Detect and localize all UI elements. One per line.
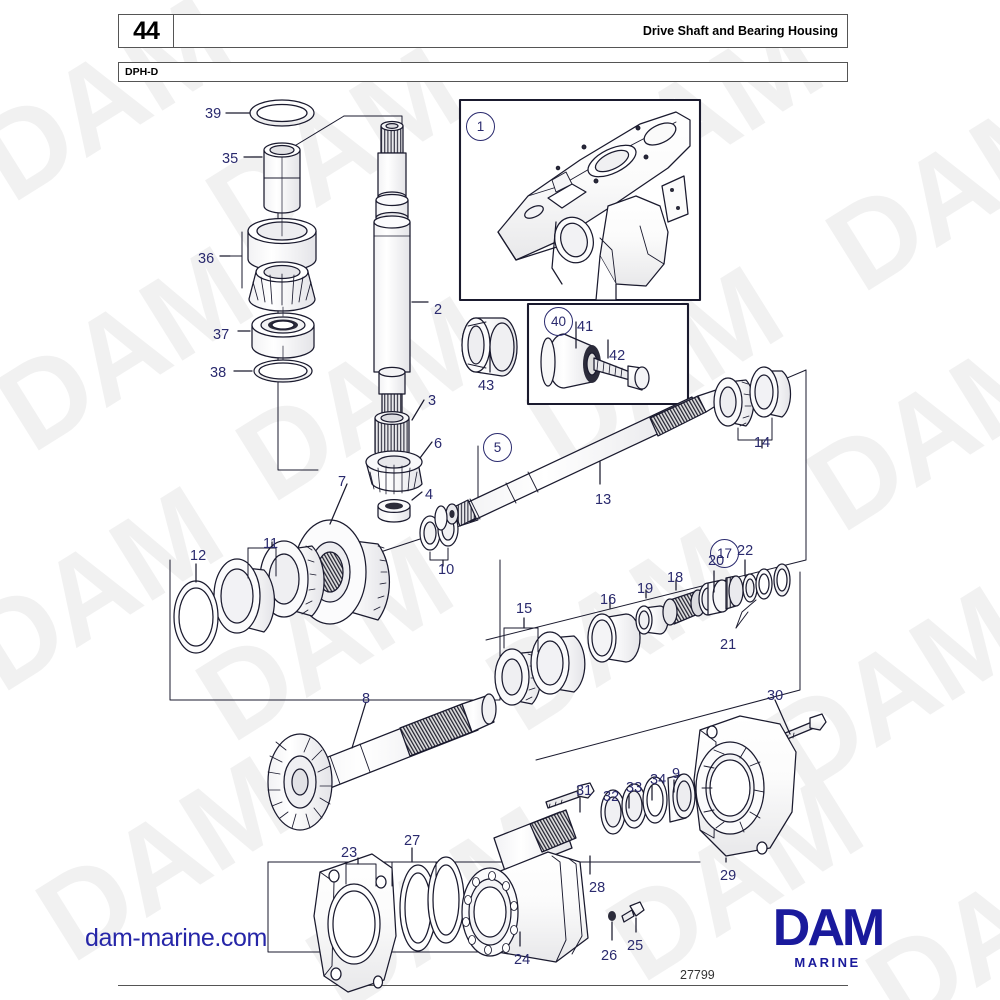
part-callout-39: 39 bbox=[205, 106, 222, 122]
part-37-ball-bearing bbox=[237, 306, 315, 359]
part-callout-28: 28 bbox=[589, 880, 606, 896]
part-8-pinion-shaft bbox=[267, 693, 497, 831]
logo-wordmark: DAM bbox=[772, 899, 885, 957]
part-callout-9: 9 bbox=[672, 766, 681, 782]
part-callout-32: 32 bbox=[603, 789, 620, 805]
part-callout-42: 42 bbox=[609, 348, 626, 364]
part-43-retainer-ring bbox=[461, 317, 518, 377]
part-callout-34: 34 bbox=[650, 772, 667, 788]
part-28-spline-hub bbox=[493, 809, 591, 875]
part-callout-22: 22 bbox=[737, 543, 754, 559]
part-29-bearing-carrier bbox=[693, 715, 797, 863]
part-callout-25: 25 bbox=[627, 938, 644, 954]
part-12-shim-ring bbox=[173, 563, 219, 654]
part-callout-2: 2 bbox=[434, 302, 443, 318]
part-callout-27: 27 bbox=[404, 833, 421, 849]
part-4-thrust-washer bbox=[377, 491, 423, 523]
part-callout-10: 10 bbox=[438, 562, 455, 578]
part-callout-19: 19 bbox=[637, 581, 654, 597]
part-callout-20: 20 bbox=[708, 553, 725, 569]
part-callout-29: 29 bbox=[720, 868, 737, 884]
part-callout-41: 41 bbox=[577, 319, 594, 335]
part-callout-7: 7 bbox=[338, 474, 347, 490]
logo-subtitle: MARINE bbox=[794, 954, 861, 970]
part-callout-12: 12 bbox=[190, 548, 207, 564]
part-31-32-bolt-sleeve bbox=[545, 782, 607, 821]
dam-marine-logo: DAM MARINE bbox=[735, 899, 920, 970]
part-callout-14: 14 bbox=[754, 435, 771, 451]
part-39-oring bbox=[225, 99, 315, 127]
page-title: Drive Shaft and Bearing Housing bbox=[174, 14, 848, 48]
part-25-26-bolt-washer bbox=[608, 901, 645, 941]
part-callout-13: 13 bbox=[595, 492, 612, 508]
part-23-gasket-plate bbox=[313, 853, 397, 993]
part-callout-11: 11 bbox=[263, 536, 279, 552]
inset-box-2 bbox=[526, 302, 690, 406]
part-callout-3: 3 bbox=[428, 393, 437, 409]
inset-box-1 bbox=[458, 98, 702, 302]
part-callout-18: 18 bbox=[667, 570, 684, 586]
part-callout-26: 26 bbox=[601, 948, 618, 964]
part-15-taper-bearing-set bbox=[494, 617, 586, 706]
reference-number: 27799 bbox=[680, 968, 715, 982]
part-20-21-22-rings bbox=[698, 559, 791, 629]
part-24-bearing-housing bbox=[461, 851, 589, 963]
part-callout-43: 43 bbox=[478, 378, 495, 394]
part-callout-1: 1 bbox=[466, 112, 495, 141]
part-35-sleeve bbox=[243, 142, 301, 216]
part-33-34-9-seals bbox=[600, 773, 696, 835]
part-callout-17: 17 bbox=[710, 539, 739, 568]
part-callout-23: 23 bbox=[341, 845, 358, 861]
part-11-taper-bearing-set bbox=[213, 540, 325, 634]
part-callout-37: 37 bbox=[213, 327, 230, 343]
part-callout-24: 24 bbox=[514, 952, 531, 968]
part-callout-4: 4 bbox=[425, 487, 434, 503]
part-callout-31: 31 bbox=[576, 783, 593, 799]
part-19-bushing bbox=[635, 589, 669, 635]
part-27-orings bbox=[391, 847, 465, 952]
part-38-shim bbox=[233, 345, 313, 383]
part-callout-5: 5 bbox=[483, 433, 512, 462]
part-2-drive-shaft bbox=[373, 120, 429, 421]
part-36-taper-bearing bbox=[219, 214, 317, 312]
footer-rule bbox=[118, 985, 848, 986]
part-callout-38: 38 bbox=[210, 365, 227, 381]
part-callout-36: 36 bbox=[198, 251, 215, 267]
page-frame: 44 Drive Shaft and Bearing Housing DPH-D bbox=[118, 14, 848, 986]
part-callout-21: 21 bbox=[720, 637, 737, 653]
part-callout-30: 30 bbox=[767, 688, 784, 704]
header-row: 44 Drive Shaft and Bearing Housing bbox=[118, 14, 848, 48]
part-callout-33: 33 bbox=[626, 780, 643, 796]
part-callout-16: 16 bbox=[600, 592, 617, 608]
page-number: 44 bbox=[118, 14, 174, 48]
part-14-taper-bearing bbox=[713, 366, 792, 449]
part-6-bevel-gear bbox=[365, 441, 433, 495]
site-url: dam-marine.com bbox=[85, 924, 267, 952]
part-callout-35: 35 bbox=[222, 151, 239, 167]
part-callout-40: 40 bbox=[544, 307, 573, 336]
part-callout-8: 8 bbox=[362, 691, 371, 707]
part-callout-6: 6 bbox=[434, 436, 443, 452]
model-designation: DPH-D bbox=[118, 62, 848, 82]
part-16-spacer-sleeve bbox=[587, 595, 641, 663]
part-callout-15: 15 bbox=[516, 601, 533, 617]
